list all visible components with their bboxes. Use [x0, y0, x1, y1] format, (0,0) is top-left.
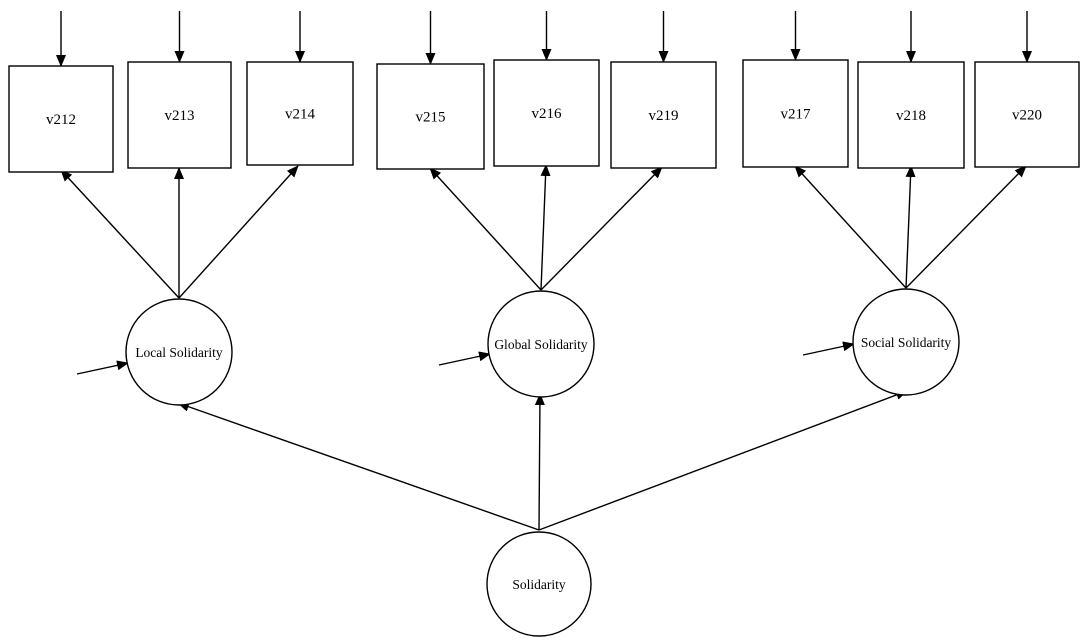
latent-circle-social — [852, 288, 960, 396]
observed-rect-v216 — [493, 59, 600, 167]
observed-label-v220: v220 — [1012, 108, 1042, 124]
path-social-v218 — [905, 165, 916, 289]
observed-rect-v220 — [974, 61, 1080, 168]
path-local-v214 — [178, 165, 299, 299]
latent-label-local: Local Solidarity — [135, 345, 223, 360]
observed-box-v214: v214 — [246, 61, 354, 166]
observed-label-v216: v216 — [532, 106, 563, 122]
path-solidarity-local — [177, 401, 540, 531]
observed-label-v219: v219 — [649, 108, 679, 124]
observed-label-v212: v212 — [46, 112, 76, 128]
observed-box-v218: v218 — [857, 61, 965, 169]
observed-rect-v215 — [376, 63, 485, 170]
observed-rect-v214 — [246, 61, 354, 166]
observed-label-v215: v215 — [416, 110, 446, 126]
observed-rect-v213 — [127, 61, 232, 169]
path-social-v217 — [794, 165, 907, 289]
observed-rect-v217 — [742, 59, 849, 168]
observed-label-v213: v213 — [165, 108, 195, 124]
latent-circle-global — [487, 290, 595, 398]
observed-label-v217: v217 — [781, 107, 812, 123]
disturbance-arrow-local — [76, 360, 129, 375]
observed-box-v215: v215 — [376, 63, 485, 170]
observed-box-v213: v213 — [127, 61, 232, 169]
path-social-v220 — [905, 165, 1027, 289]
path-solidarity-social — [538, 390, 908, 531]
latent-node-global: Global Solidarity — [487, 290, 595, 398]
observed-box-v220: v220 — [974, 61, 1080, 168]
disturbance-arrow-global — [438, 351, 491, 366]
observed-box-v219: v219 — [610, 61, 717, 169]
observed-label-v214: v214 — [285, 107, 316, 123]
paths-layer — [56, 11, 1032, 531]
latent-node-solidarity: Solidarity — [486, 531, 592, 637]
observed-rect-v212 — [8, 65, 114, 173]
observed-rect-v219 — [610, 61, 717, 169]
observed-box-v212: v212 — [8, 65, 114, 173]
observed-box-v217: v217 — [742, 59, 849, 168]
nodes-layer: v212 v213 v214 v215 v216 v219 v217 v218 v220Loca… — [8, 59, 1080, 637]
latent-circle-solidarity — [486, 531, 592, 637]
path-global-v216 — [540, 164, 551, 291]
path-global-v219 — [540, 166, 663, 291]
latent-node-local: Local Solidarity — [125, 298, 233, 406]
latent-label-solidarity: Solidarity — [512, 577, 565, 592]
observed-rect-v218 — [857, 61, 965, 169]
latent-label-global: Global Solidarity — [494, 337, 588, 352]
latent-circle-local — [125, 298, 233, 406]
latent-node-social: Social Solidarity — [852, 288, 960, 396]
disturbance-arrow-social — [802, 341, 855, 356]
latent-label-social: Social Solidarity — [861, 335, 952, 350]
path-solidarity-global — [534, 393, 545, 531]
observed-box-v216: v216 — [493, 59, 600, 167]
path-global-v215 — [429, 167, 542, 291]
observed-label-v218: v218 — [896, 108, 926, 124]
path-local-v212 — [60, 169, 180, 299]
